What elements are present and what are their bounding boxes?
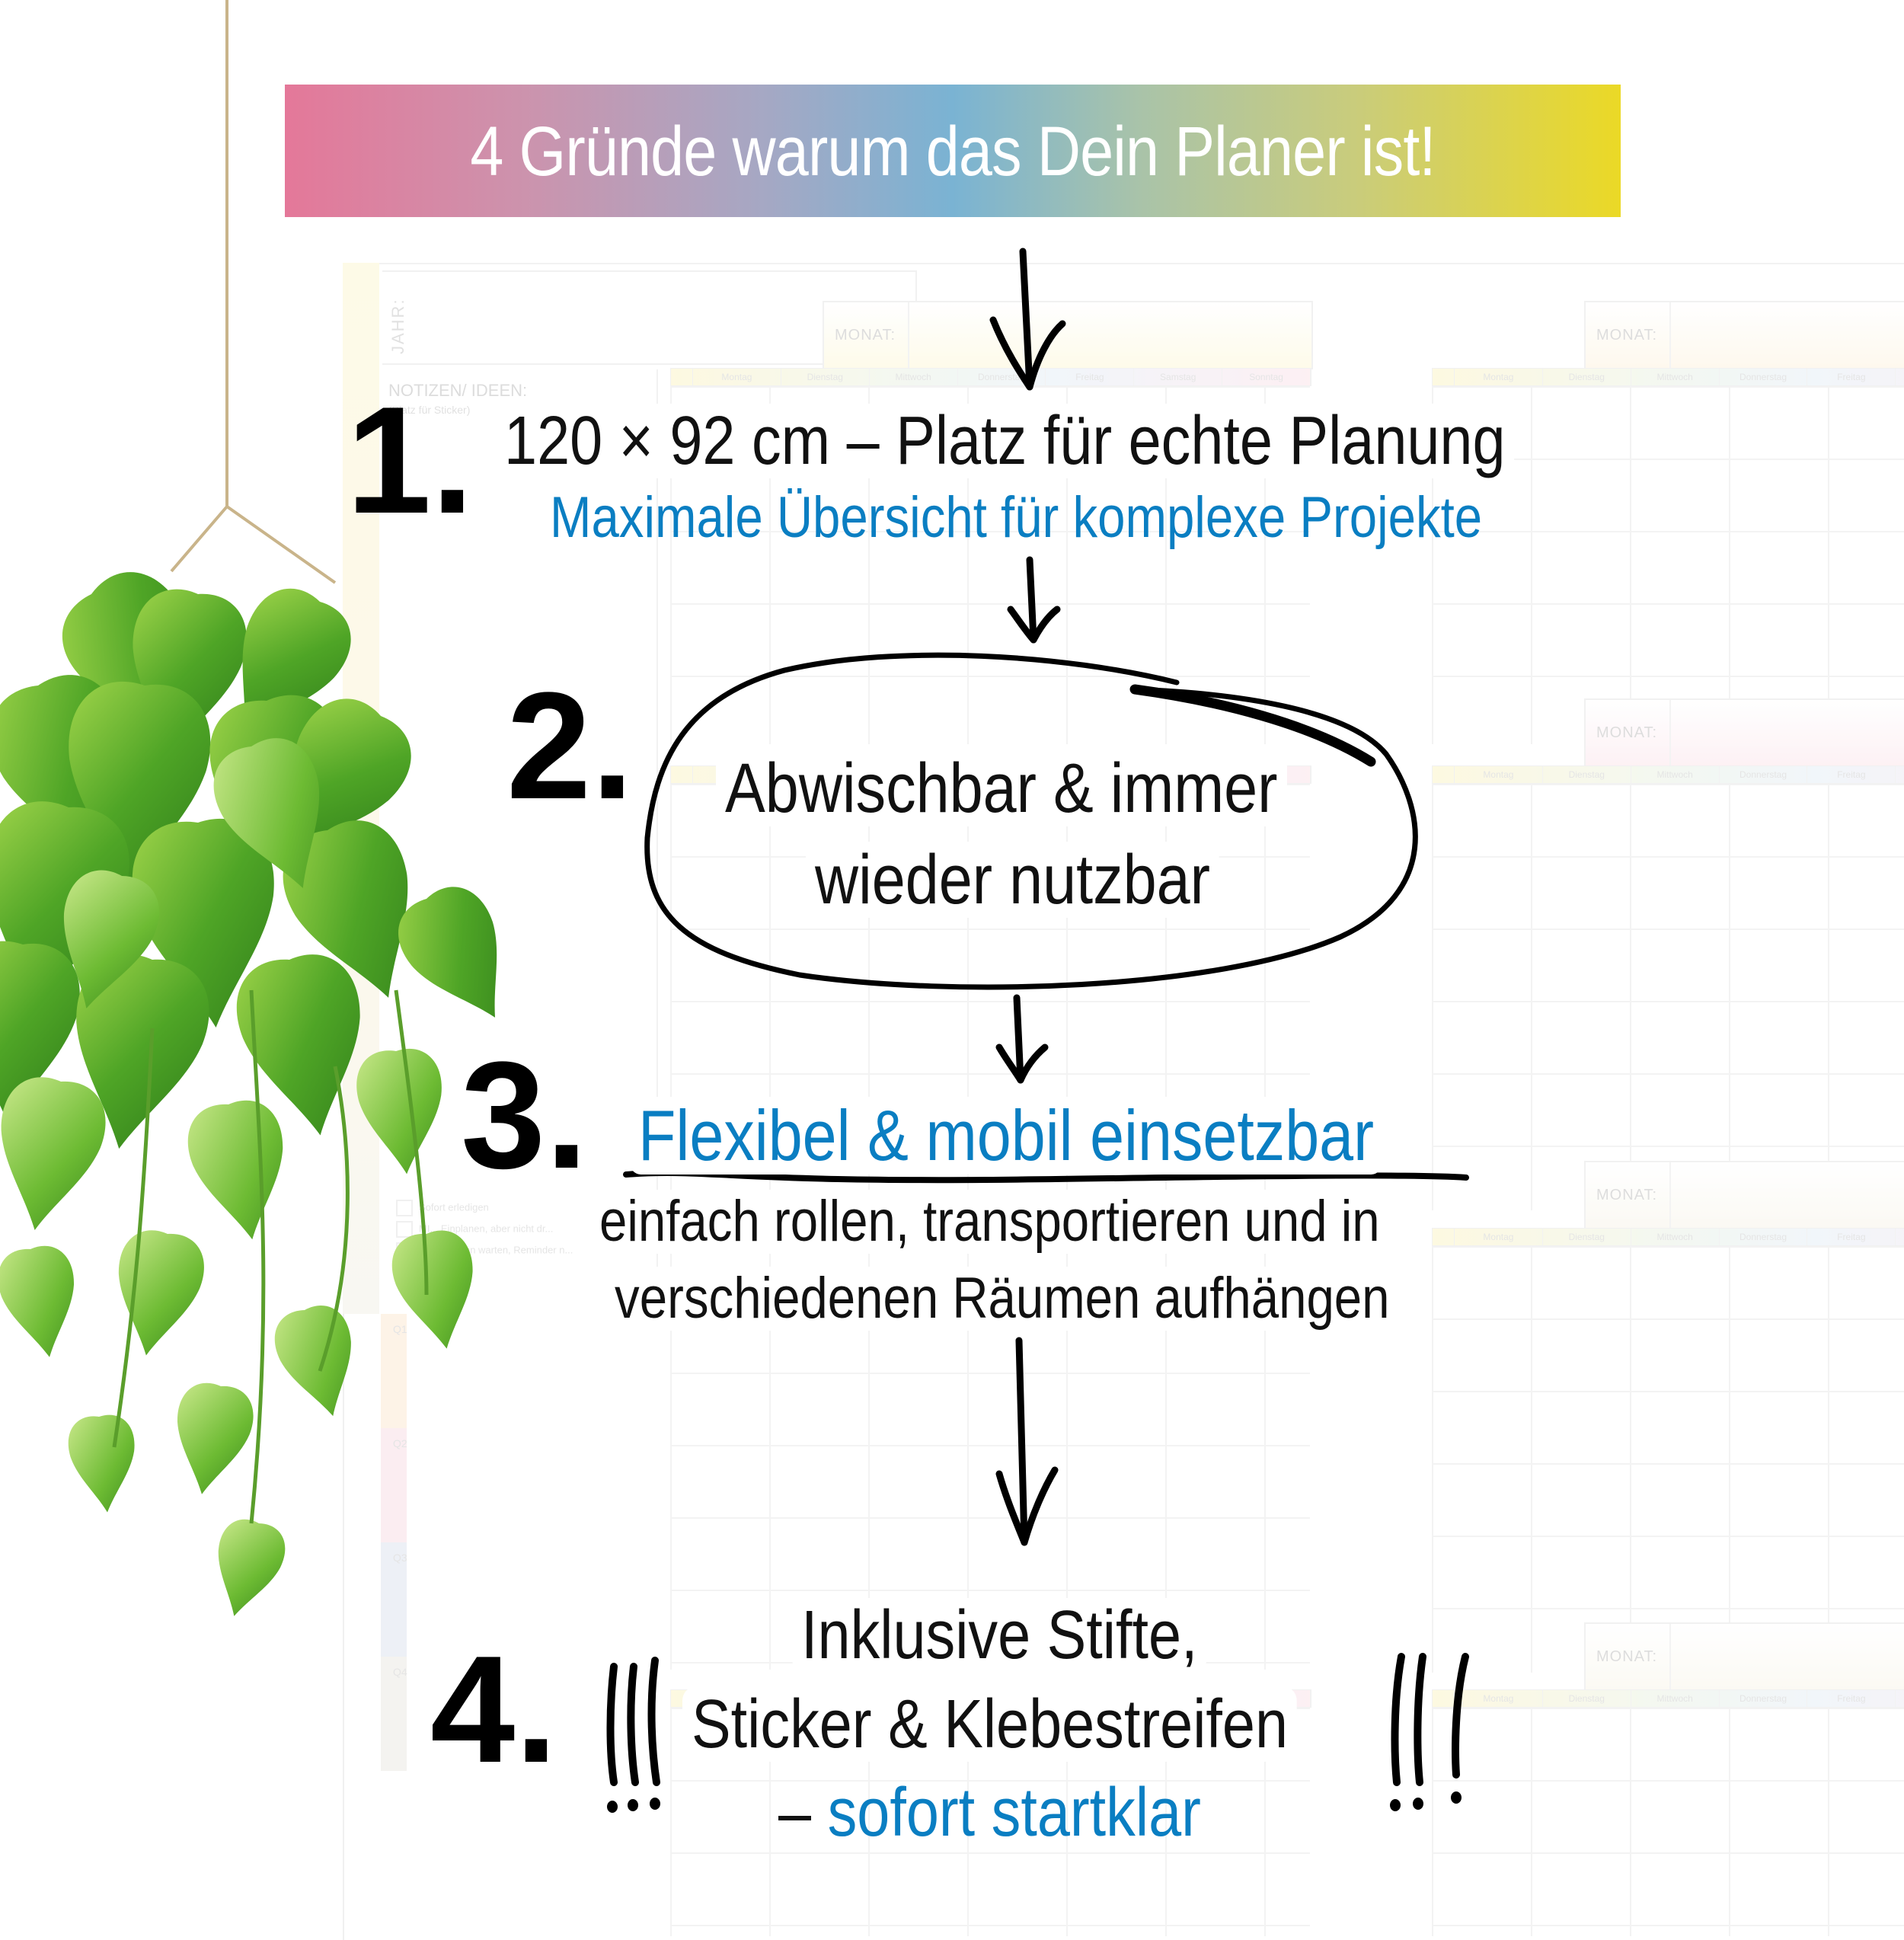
- exclamation-marks-left-icon: [606, 1657, 660, 1786]
- calendar-icon: [1433, 766, 1455, 783]
- reason-2-number: 2.: [506, 661, 634, 831]
- calendar-icon: [1433, 1229, 1455, 1245]
- weekday: Mittwoch: [1631, 369, 1720, 385]
- reason-4-line2: Sticker & Klebestreifen: [682, 1687, 1298, 1762]
- month-label: MONAT:: [1596, 327, 1658, 344]
- arrow-down-icon: [1019, 248, 1033, 391]
- exclamation-marks-right-icon: [1391, 1653, 1469, 1786]
- weekday: Montag: [1455, 1690, 1543, 1707]
- weekday: Donnerstag: [1720, 766, 1808, 783]
- weekday: Freitag: [1807, 1229, 1896, 1245]
- reason-4-line1: Inklusive Stifte,: [792, 1598, 1207, 1673]
- weekday: Samstag: [1134, 369, 1223, 385]
- weekday: Mittwoch: [1631, 766, 1720, 783]
- day-grid: [1432, 784, 1904, 1210]
- reason-3-number: 3.: [461, 1031, 588, 1200]
- month-label: MONAT:: [835, 327, 896, 344]
- weekday: Freitag: [1807, 1690, 1896, 1707]
- weekday: Dienstag: [1543, 766, 1631, 783]
- notes-box: [382, 369, 658, 1283]
- month-header: MONAT:: [1584, 1161, 1904, 1229]
- weekday: Dienstag: [1543, 369, 1631, 385]
- weekday: Mittwoch: [870, 369, 958, 385]
- title-banner: 4 Gründe warum das Dein Planer ist!: [285, 85, 1621, 217]
- weekday: Sonntag: [1222, 369, 1311, 385]
- reason-1-number: 1.: [347, 376, 474, 545]
- notes-sublabel: (Platz für Sticker): [388, 404, 471, 416]
- weekday-header: MontagDienstagMittwochDonnerstagFreitagS…: [1432, 765, 1904, 784]
- month-header: MONAT:: [1584, 1622, 1904, 1691]
- weekday: Dienstag: [1543, 1229, 1631, 1245]
- weekday-header: MontagDienstagMittwochDonnerstagFreitagS…: [1432, 1228, 1904, 1246]
- quarter-label: Q3: [393, 1552, 407, 1564]
- month-label: MONAT:: [1596, 1187, 1658, 1203]
- weekday-header: MontagDienstagMittwochDonnerstagFreitagS…: [1432, 368, 1904, 386]
- weekday: Montag: [1455, 766, 1543, 783]
- quarter-bar-q2: [381, 1428, 407, 1542]
- month-header: MONAT:: [1584, 698, 1904, 767]
- month-label: MONAT:: [1596, 724, 1658, 741]
- weekday: Donnerstag: [1720, 369, 1808, 385]
- weekday: Dienstag: [1543, 1690, 1631, 1707]
- reason-3-headline: Flexibel & mobil einsetzbar: [629, 1097, 1384, 1175]
- weekday: Dienstag: [781, 369, 870, 385]
- weekday: Freitag: [1807, 766, 1896, 783]
- weekday-header: MontagDienstagMittwochDonnerstagFreitagS…: [1432, 1689, 1904, 1708]
- reason-1-headline: 120 × 92 cm – Platz für echte Planung: [495, 404, 1515, 478]
- weekday: Freitag: [1807, 369, 1896, 385]
- weekday: Montag: [1455, 369, 1543, 385]
- reason-3-body-line1: einfach rollen, transportieren und in: [590, 1190, 1389, 1254]
- calendar-icon: [671, 369, 693, 385]
- weekday: Donnerstag: [958, 369, 1046, 385]
- reason-4-number: 4.: [430, 1625, 557, 1795]
- reason-4-dash: –: [778, 1775, 812, 1851]
- weekday: Mittwoch: [1631, 1690, 1720, 1707]
- weekday: Donnerstag: [1720, 1690, 1808, 1707]
- hand-drawn-underline: [623, 1169, 1469, 1184]
- reason-4-accent: sofort startklar: [827, 1775, 1201, 1851]
- reason-1-subline: Maximale Übersicht für komplexe Projekte: [550, 485, 1483, 550]
- calendar-icon: [671, 766, 693, 783]
- weekday: Mittwoch: [1631, 1229, 1720, 1245]
- month-label: MONAT:: [1596, 1648, 1658, 1665]
- quarter-label: Q4: [393, 1666, 407, 1678]
- calendar-icon: [1433, 369, 1455, 385]
- banner-title: 4 Gründe warum das Dein Planer ist!: [470, 113, 1436, 190]
- weekday: Montag: [693, 369, 781, 385]
- notes-label: NOTIZEN/ IDEEN:: [388, 381, 528, 400]
- reason-2-headline-line1: Abwischbar & immer: [716, 750, 1287, 826]
- weekday: Donnerstag: [1720, 1229, 1808, 1245]
- quarter-bar-q4: [381, 1657, 407, 1771]
- weekday: Freitag: [1046, 369, 1135, 385]
- day-grid: [1432, 1708, 1904, 1936]
- priority-label: Sofort erledigen: [419, 1201, 489, 1213]
- hand-drawn-circle: [644, 652, 1418, 990]
- weekday: Montag: [1455, 1229, 1543, 1245]
- reason-4-line3: – sofort startklar: [778, 1779, 1201, 1847]
- day-grid: [1432, 1246, 1904, 1673]
- quarter-bar-q3: [381, 1542, 407, 1657]
- reason-2-headline-line2: wieder nutzbar: [806, 842, 1220, 918]
- reason-3-body-line2: verschiedenen Räumen aufhängen: [605, 1267, 1399, 1331]
- quarter-label: Q2: [393, 1437, 407, 1449]
